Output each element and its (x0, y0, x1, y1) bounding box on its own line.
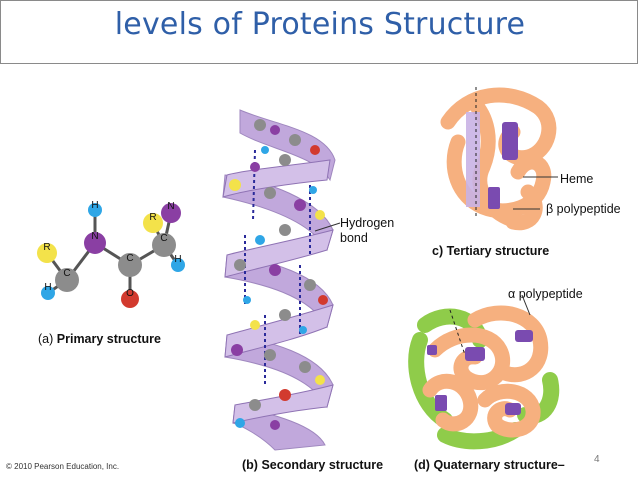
beta-polypeptide-label: β polypeptide (546, 202, 621, 216)
primary-caption-text: Primary structure (56, 332, 161, 346)
quaternary-caption-text: Quaternary structure– (433, 458, 565, 472)
secondary-structure-helix (222, 109, 341, 451)
secondary-letter: (b) (242, 458, 258, 472)
atom-label: R (149, 212, 156, 223)
primary-letter: (a) (38, 332, 54, 346)
atom-label: H (91, 200, 98, 211)
quaternary-letter: (d) (414, 458, 430, 472)
atom-label: N (91, 231, 98, 242)
atom-label: R (43, 242, 50, 253)
page-number: 4 (594, 454, 600, 465)
quaternary-caption: (d) Quaternary structure– (414, 458, 565, 472)
atom-label: C (160, 233, 167, 244)
secondary-caption: (b) Secondary structure (242, 458, 383, 472)
tertiary-caption-text: Tertiary structure (446, 244, 550, 258)
primary-structure-diagram: H N R C C O R N C H H (37, 200, 185, 308)
atom-label: H (174, 254, 181, 265)
secondary-caption-text: Secondary structure (261, 458, 384, 472)
tertiary-caption: c) Tertiary structure (432, 244, 549, 258)
copyright-notice: © 2010 Pearson Education, Inc. (6, 462, 120, 471)
atom-label: C (63, 268, 70, 279)
tertiary-letter: c) (432, 244, 444, 258)
primary-caption: (a) Primary structure (38, 332, 161, 346)
slide-title: levels of Proteins Structure (114, 7, 526, 42)
tertiary-structure-diagram (440, 87, 558, 231)
title-bar: levels of Proteins Structure (0, 0, 638, 64)
heme-label: Heme (560, 172, 594, 186)
alpha-polypeptide-label: α polypeptide (508, 287, 583, 301)
atom-label: H (44, 282, 51, 293)
atom-label: C (126, 253, 133, 264)
atom-label: N (167, 201, 174, 212)
quaternary-structure-diagram (408, 295, 560, 450)
atom-label: O (126, 288, 134, 299)
